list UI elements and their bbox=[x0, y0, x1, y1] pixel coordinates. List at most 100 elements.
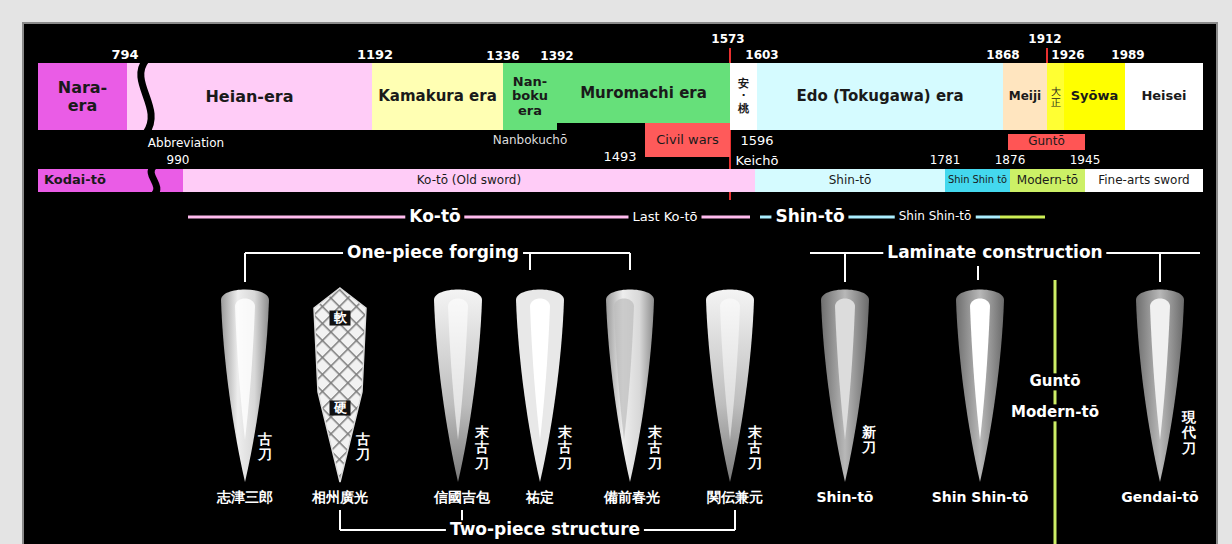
band-label: Edo (Tokugawa) era bbox=[796, 88, 963, 105]
blade-cross-sections-part bbox=[448, 299, 468, 441]
era-break-mark bbox=[151, 166, 157, 195]
year: 1926 bbox=[1051, 49, 1084, 63]
year: 1868 bbox=[986, 49, 1019, 63]
type-label: 末古刀 bbox=[558, 425, 572, 471]
blade-cross-sections-part bbox=[835, 299, 855, 441]
year: 990 bbox=[167, 154, 190, 168]
brackets-part bbox=[629, 253, 631, 270]
blade-cross-sections-part bbox=[434, 290, 482, 483]
smith-name: 関伝兼元 bbox=[707, 489, 763, 505]
type-label: 新刀 bbox=[862, 425, 876, 456]
band-label: Ko-tō (Old sword) bbox=[417, 174, 521, 187]
event-box: Guntō bbox=[1008, 134, 1085, 150]
type-label: 古刀 bbox=[356, 432, 370, 463]
era-band: Edo (Tokugawa) era bbox=[757, 63, 1003, 130]
band-label: Heisei bbox=[1141, 89, 1186, 103]
brackets-part bbox=[977, 266, 979, 280]
year: 1573 bbox=[711, 33, 744, 47]
brackets bbox=[245, 253, 1200, 530]
band-label: Meiji bbox=[1009, 90, 1041, 103]
blade-cross-sections-part bbox=[1150, 299, 1170, 441]
year: 1876 bbox=[995, 154, 1026, 168]
timeline-markers bbox=[730, 48, 1047, 200]
brackets-part bbox=[244, 253, 246, 282]
band-label: 大正 bbox=[1051, 86, 1061, 108]
era-band: Heian-era bbox=[127, 63, 372, 130]
band-label: Guntō bbox=[1028, 135, 1065, 148]
blade-cross-sections-part bbox=[516, 290, 564, 483]
band-label: Shin Shin tō bbox=[948, 175, 1007, 186]
sword-type: Gendai-tō bbox=[1121, 489, 1198, 505]
sword-period-band: Shin Shin tō bbox=[945, 169, 1010, 192]
sword-type: Shin Shin-tō bbox=[932, 489, 1029, 505]
era-band: Muromachi era bbox=[557, 63, 730, 123]
band-label: Kodai-tō bbox=[44, 173, 106, 187]
smith-name: 信國吉包 bbox=[434, 489, 490, 505]
steel-label: 硬 bbox=[330, 401, 351, 416]
group-label: Laminate construction bbox=[883, 243, 1106, 263]
band-label: Fine-arts sword bbox=[1098, 174, 1190, 187]
smith-name: 相州廣光 bbox=[312, 489, 368, 505]
blade-cross-sections-part bbox=[970, 299, 990, 441]
band-label: Nan-boku era bbox=[507, 75, 553, 118]
band-label: Heian-era bbox=[205, 88, 293, 106]
year: 1596 bbox=[740, 134, 773, 149]
band-label: Muromachi era bbox=[580, 85, 707, 102]
smith-name: 祐定 bbox=[526, 489, 554, 505]
period-label: Shin Shin-tō bbox=[895, 210, 976, 224]
type-label: 末古刀 bbox=[748, 425, 762, 471]
blade-cross-sections-part bbox=[821, 290, 869, 483]
band-label: Civil wars bbox=[656, 133, 718, 147]
year: 794 bbox=[111, 48, 138, 63]
year: 1912 bbox=[1028, 33, 1061, 47]
brackets-part bbox=[339, 510, 341, 530]
type-label: 末古刀 bbox=[475, 425, 489, 471]
type-label: 古刀 bbox=[258, 432, 272, 463]
band-label: Nara-era bbox=[55, 79, 111, 114]
era-band: Heisei bbox=[1125, 63, 1203, 130]
era-band: Syōwa bbox=[1064, 63, 1125, 130]
brackets-part bbox=[529, 253, 531, 270]
band-label: Syōwa bbox=[1071, 89, 1119, 103]
period-label: Last Ko-tō bbox=[628, 210, 701, 225]
period-label: Guntō bbox=[1025, 373, 1084, 390]
type-label: 末古刀 bbox=[648, 425, 662, 471]
sword-period-band: Modern-tō bbox=[1010, 169, 1085, 192]
band-label: Shin-tō bbox=[829, 174, 872, 187]
note: Abbreviation bbox=[148, 137, 224, 151]
period-label: Shin-tō bbox=[771, 207, 848, 227]
sword-type: Shin-tō bbox=[817, 489, 874, 505]
year: 1781 bbox=[930, 154, 961, 168]
event-box: Civil wars bbox=[645, 123, 730, 157]
group-label: One-piece forging bbox=[343, 243, 523, 263]
blade-cross-sections-part bbox=[1136, 290, 1184, 483]
smith-name: 志津三郎 bbox=[217, 489, 273, 505]
period-label: Ko-tō bbox=[405, 207, 464, 227]
era-band: Kamakura era bbox=[372, 63, 503, 130]
year: 1336 bbox=[486, 50, 519, 64]
year: 1603 bbox=[745, 49, 778, 63]
blade-cross-sections-part bbox=[956, 290, 1004, 483]
era-name: Keichō bbox=[736, 154, 779, 169]
smith-name: 備前春光 bbox=[604, 489, 660, 505]
timeline-markers-part bbox=[1046, 48, 1048, 63]
brackets-part bbox=[844, 253, 846, 282]
band-label: Modern-tō bbox=[1017, 174, 1078, 187]
blade-cross-sections-part bbox=[235, 299, 255, 441]
blade-cross-sections-part bbox=[614, 299, 634, 441]
band-label: Kamakura era bbox=[378, 88, 497, 105]
era-band: 安·桃 bbox=[730, 63, 757, 130]
sword-period-band: Shin-tō bbox=[755, 169, 945, 192]
era-band: Meiji bbox=[1003, 63, 1047, 130]
blade-cross-sections-part bbox=[606, 290, 654, 483]
group-label: Two-piece structure bbox=[446, 520, 644, 540]
era-band: Nan-boku era bbox=[503, 63, 557, 130]
type-label: 現代刀 bbox=[1182, 410, 1196, 456]
period-label: Modern-tō bbox=[1007, 404, 1103, 421]
sword-period-band: Ko-tō (Old sword) bbox=[183, 169, 755, 192]
sword-period-band: Kodai-tō bbox=[38, 169, 183, 192]
note: Nanbokuchō bbox=[493, 134, 568, 148]
blade-cross-sections-part bbox=[706, 290, 754, 483]
year: 1945 bbox=[1070, 154, 1101, 168]
